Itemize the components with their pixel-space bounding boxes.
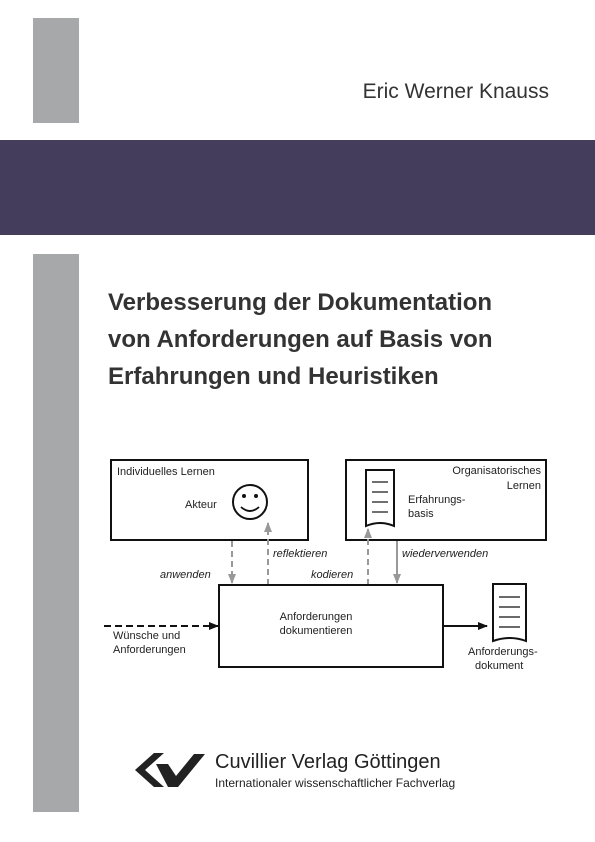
process-box xyxy=(218,584,444,668)
org-learning-label-1: Organisatorisches xyxy=(452,465,541,477)
publisher-name: Cuvillier Verlag Göttingen xyxy=(215,751,441,773)
input-label-1: Wünsche und xyxy=(113,630,180,642)
experience-base-label-1: Erfahrungs- xyxy=(408,494,466,506)
smiley-icon xyxy=(232,484,268,520)
output-label-1: Anforderungs- xyxy=(468,646,538,658)
process-label-1: Anforderungen xyxy=(280,611,353,623)
individual-learning-label: Individuelles Lernen xyxy=(117,466,215,478)
publisher-logo-icon xyxy=(135,753,205,787)
document-icon xyxy=(365,469,395,528)
input-label-2: Anforderungen xyxy=(113,644,186,656)
top-gray-bar xyxy=(33,18,79,123)
title-line-2: von Anforderungen auf Basis von xyxy=(108,326,493,353)
author-name: Eric Werner Knauss xyxy=(362,80,549,103)
reuse-label: wiederverwenden xyxy=(402,548,488,560)
org-learning-label-2: Lernen xyxy=(507,480,541,492)
dark-band xyxy=(0,140,595,235)
individual-learning-box xyxy=(110,459,309,541)
reflect-label: reflektieren xyxy=(273,548,327,560)
side-gray-bar xyxy=(33,254,79,812)
actor-label: Akteur xyxy=(185,499,217,511)
title-line-1: Verbesserung der Dokumentation xyxy=(108,289,493,316)
output-label-2: dokument xyxy=(475,660,523,672)
title-line-3: Erfahrungen und Heuristiken xyxy=(108,363,439,390)
output-document-icon xyxy=(492,583,527,643)
process-label-2: dokumentieren xyxy=(280,625,353,637)
book-title: Verbesserung der Dokumentation von Anfor… xyxy=(108,284,492,395)
apply-label: anwenden xyxy=(160,569,211,581)
codify-label: kodieren xyxy=(311,569,353,581)
publisher-subtitle: Internationaler wissenschaftlicher Fachv… xyxy=(215,776,456,790)
experience-base-label-2: basis xyxy=(408,508,434,520)
